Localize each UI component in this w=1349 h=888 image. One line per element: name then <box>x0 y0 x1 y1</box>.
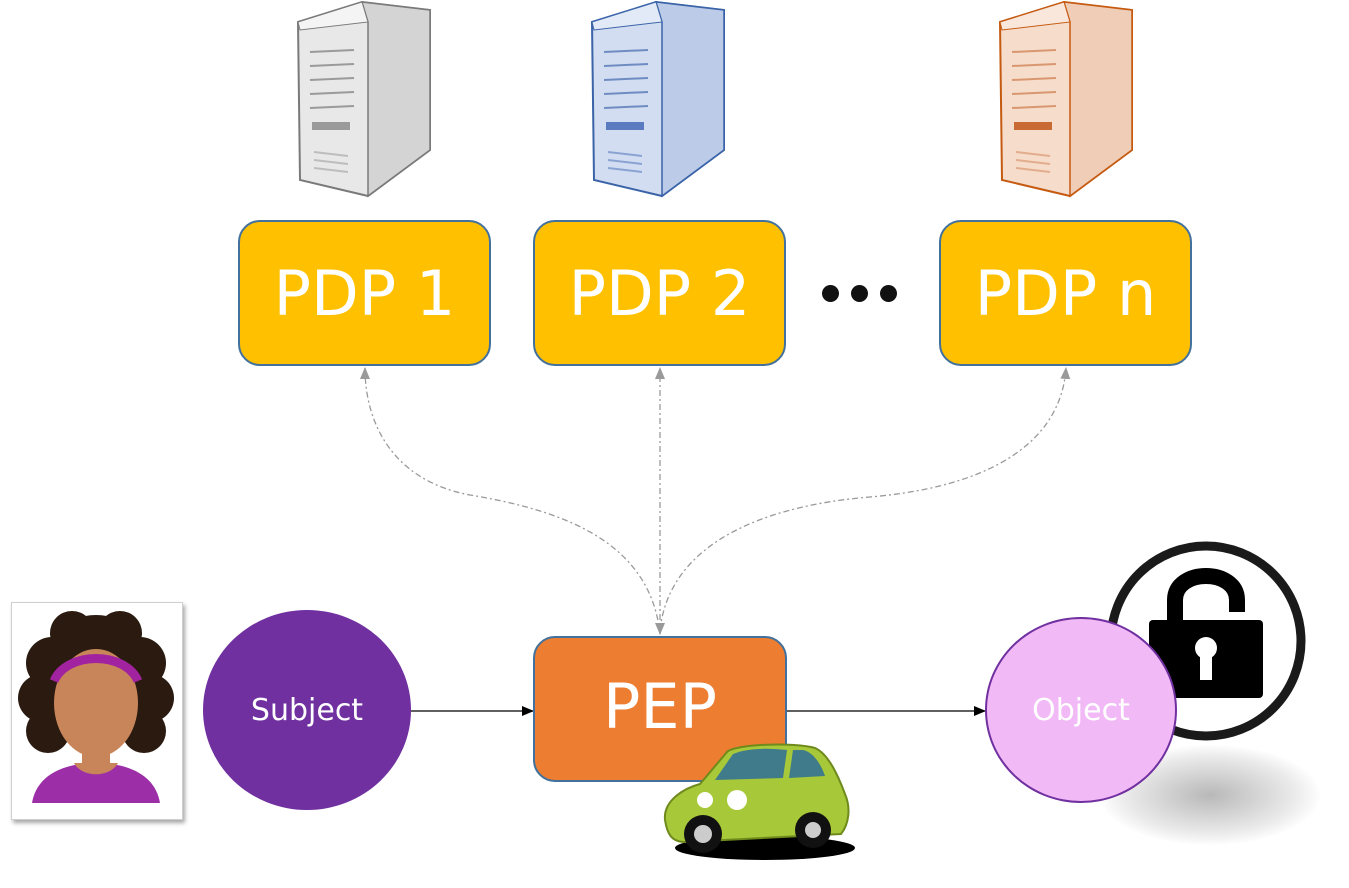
pdp-1-label: PDP 1 <box>273 256 456 330</box>
ellipsis-icon <box>822 285 897 302</box>
pdp-n-label: PDP n <box>974 256 1157 330</box>
server-icon <box>590 0 725 198</box>
pdp-n-box: PDP n <box>939 220 1192 366</box>
pdp-2-box: PDP 2 <box>533 220 786 366</box>
subject-label: Subject <box>250 692 364 728</box>
subject-photo <box>11 602 183 820</box>
pdp-2-label: PDP 2 <box>568 256 751 330</box>
connector-pep-pdpn <box>659 367 1071 631</box>
server-icon <box>998 0 1133 198</box>
subject-node: Subject <box>203 610 411 810</box>
car-icon <box>663 743 855 860</box>
connector-pep-pdp1 <box>360 367 661 635</box>
object-node: Object <box>985 617 1177 803</box>
server-icon <box>296 0 431 198</box>
pep-label: PEP <box>603 669 717 743</box>
pep-box: PEP <box>533 636 787 782</box>
pdp-1-box: PDP 1 <box>238 220 491 366</box>
object-label: Object <box>1032 692 1130 728</box>
person-icon <box>18 611 174 803</box>
